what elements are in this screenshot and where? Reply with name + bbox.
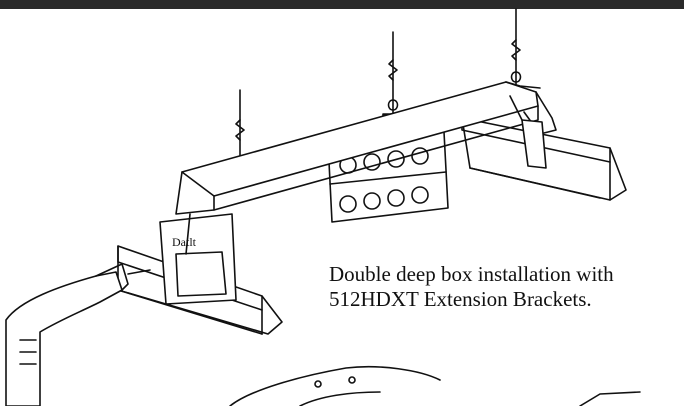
left-bracket-clamp: Datlt xyxy=(159,213,237,305)
lower-partial-sketch xyxy=(229,365,641,407)
top-border xyxy=(0,0,684,9)
right-bracket-clamp xyxy=(509,95,547,169)
caption-line-1: Double deep box installation with xyxy=(329,262,614,286)
extension-bracket-bar xyxy=(175,81,557,215)
bracket-label: Datlt xyxy=(172,235,197,249)
power-drill xyxy=(5,263,151,407)
caption-line-2: 512HDXT Extension Brackets. xyxy=(329,287,592,311)
diagram-caption: Double deep box installation with 512HDX… xyxy=(329,262,681,312)
